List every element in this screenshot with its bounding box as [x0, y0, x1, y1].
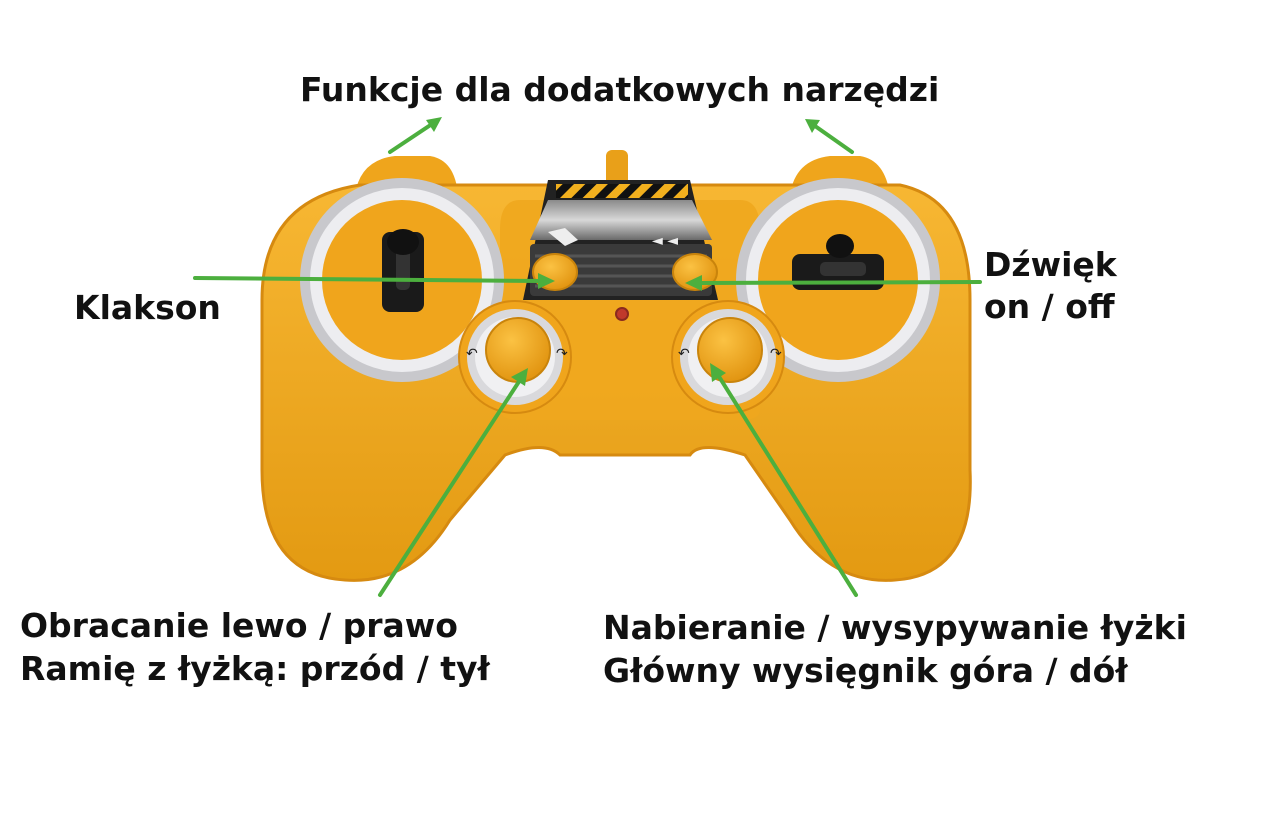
label-right-line1: Nabieranie / wysypywanie łyżki — [603, 608, 1187, 647]
label-left-line2: Ramię z łyżką: przód / tył — [20, 649, 490, 688]
label-sound-line1: Dźwięk — [984, 245, 1117, 284]
label-left-knob: Obracanie lewo / prawo Ramię z łyżką: pr… — [20, 604, 490, 690]
screen-panel: ◄ ◄ — [523, 180, 718, 300]
sound-toggle-icon: ◄ ◄ — [652, 233, 678, 249]
arrow-extra-tools-left — [388, 117, 442, 154]
label-left-line1: Obracanie lewo / prawo — [20, 606, 458, 645]
label-right-knob: Nabieranie / wysypywanie łyżki Główny wy… — [603, 606, 1187, 692]
arrow-left-knob — [378, 368, 528, 597]
arrow-sound — [685, 275, 982, 291]
horn-icon — [548, 228, 578, 246]
label-sound-line2: on / off — [984, 287, 1115, 326]
label-sound: Dźwięk on / off — [984, 244, 1117, 328]
label-horn: Klakson — [74, 288, 221, 327]
svg-text:↶: ↶ — [466, 346, 478, 362]
svg-text:↶: ↶ — [678, 346, 690, 362]
svg-text:↷: ↷ — [770, 346, 782, 362]
label-right-line2: Główny wysięgnik góra / dół — [603, 651, 1128, 690]
left-small-knob[interactable]: ↶ ↷ — [458, 300, 572, 414]
arrow-extra-tools-right — [805, 119, 854, 154]
arrow-right-knob — [710, 363, 858, 597]
right-small-knob[interactable]: ↶ ↷ — [671, 300, 785, 414]
indicator-led — [615, 307, 629, 321]
arrow-horn — [193, 273, 555, 289]
label-extra-tools: Funkcje dla dodatkowych narzędzi — [300, 70, 940, 109]
svg-text:↷: ↷ — [556, 346, 568, 362]
